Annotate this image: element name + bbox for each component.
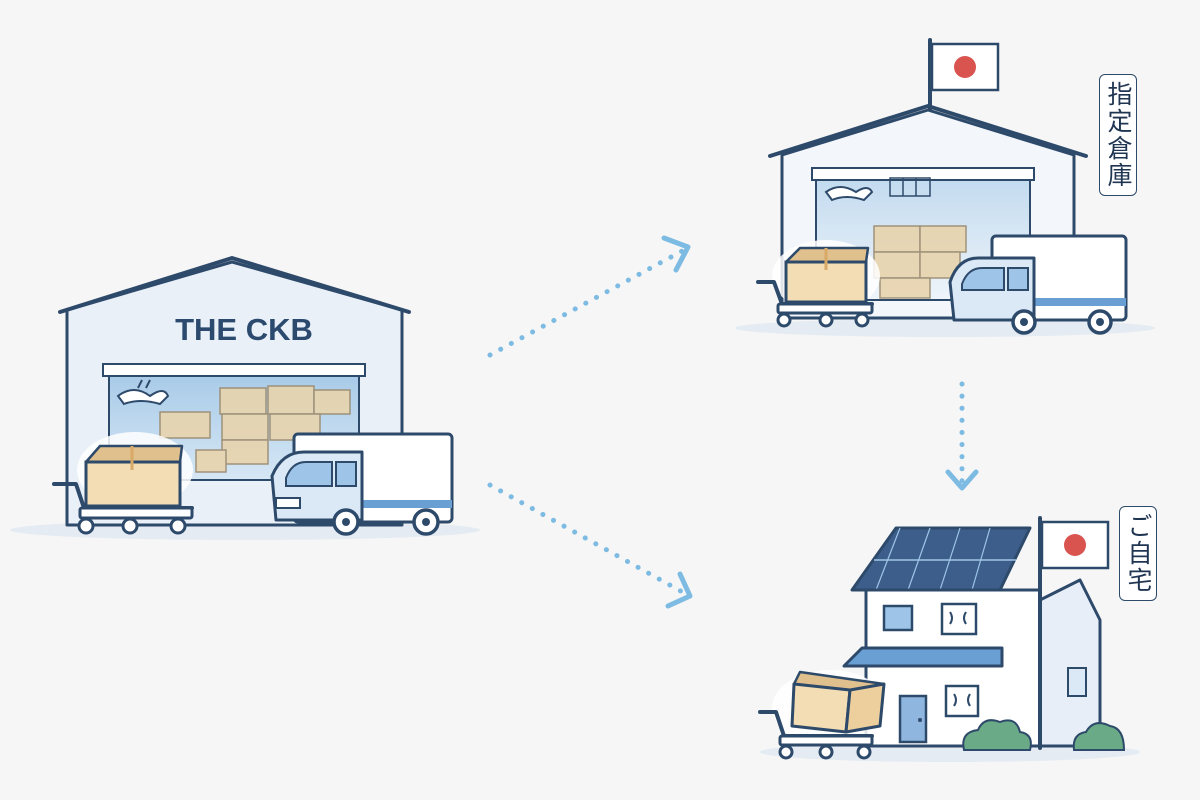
warehouse-delivery-truck — [948, 234, 1128, 335]
warehouse-hand-trolley — [756, 240, 880, 328]
window-curtain — [944, 684, 980, 718]
arrow-to-home-direct — [487, 482, 693, 609]
japan-flag-icon — [928, 38, 1000, 112]
ckb-delivery-truck — [270, 432, 454, 536]
ckb-logo-icon — [116, 379, 170, 406]
cardboard-box-icon — [790, 670, 886, 734]
home-label: ご自宅 — [1119, 506, 1157, 601]
solar-roof — [850, 526, 1032, 592]
front-door-icon — [898, 694, 928, 744]
designated-warehouse-label: 指定倉庫 — [1099, 74, 1137, 196]
japan-flag-icon — [1038, 516, 1110, 750]
cardboard-box-icon — [784, 246, 870, 304]
ckb-hand-trolley — [52, 432, 194, 535]
home-hand-trolley — [758, 670, 888, 760]
window-curtain — [940, 602, 978, 636]
arrow-warehouse-to-home — [945, 381, 979, 491]
shrub-icon — [962, 719, 1126, 751]
warehouse-cargo-stack — [873, 225, 967, 299]
home-house — [760, 516, 1140, 762]
warehouse-sign: THE CKB — [175, 312, 313, 347]
arrow-to-designated-warehouse — [487, 235, 691, 358]
warehouse-logo-icon — [824, 186, 874, 202]
cardboard-box-icon — [84, 444, 184, 508]
